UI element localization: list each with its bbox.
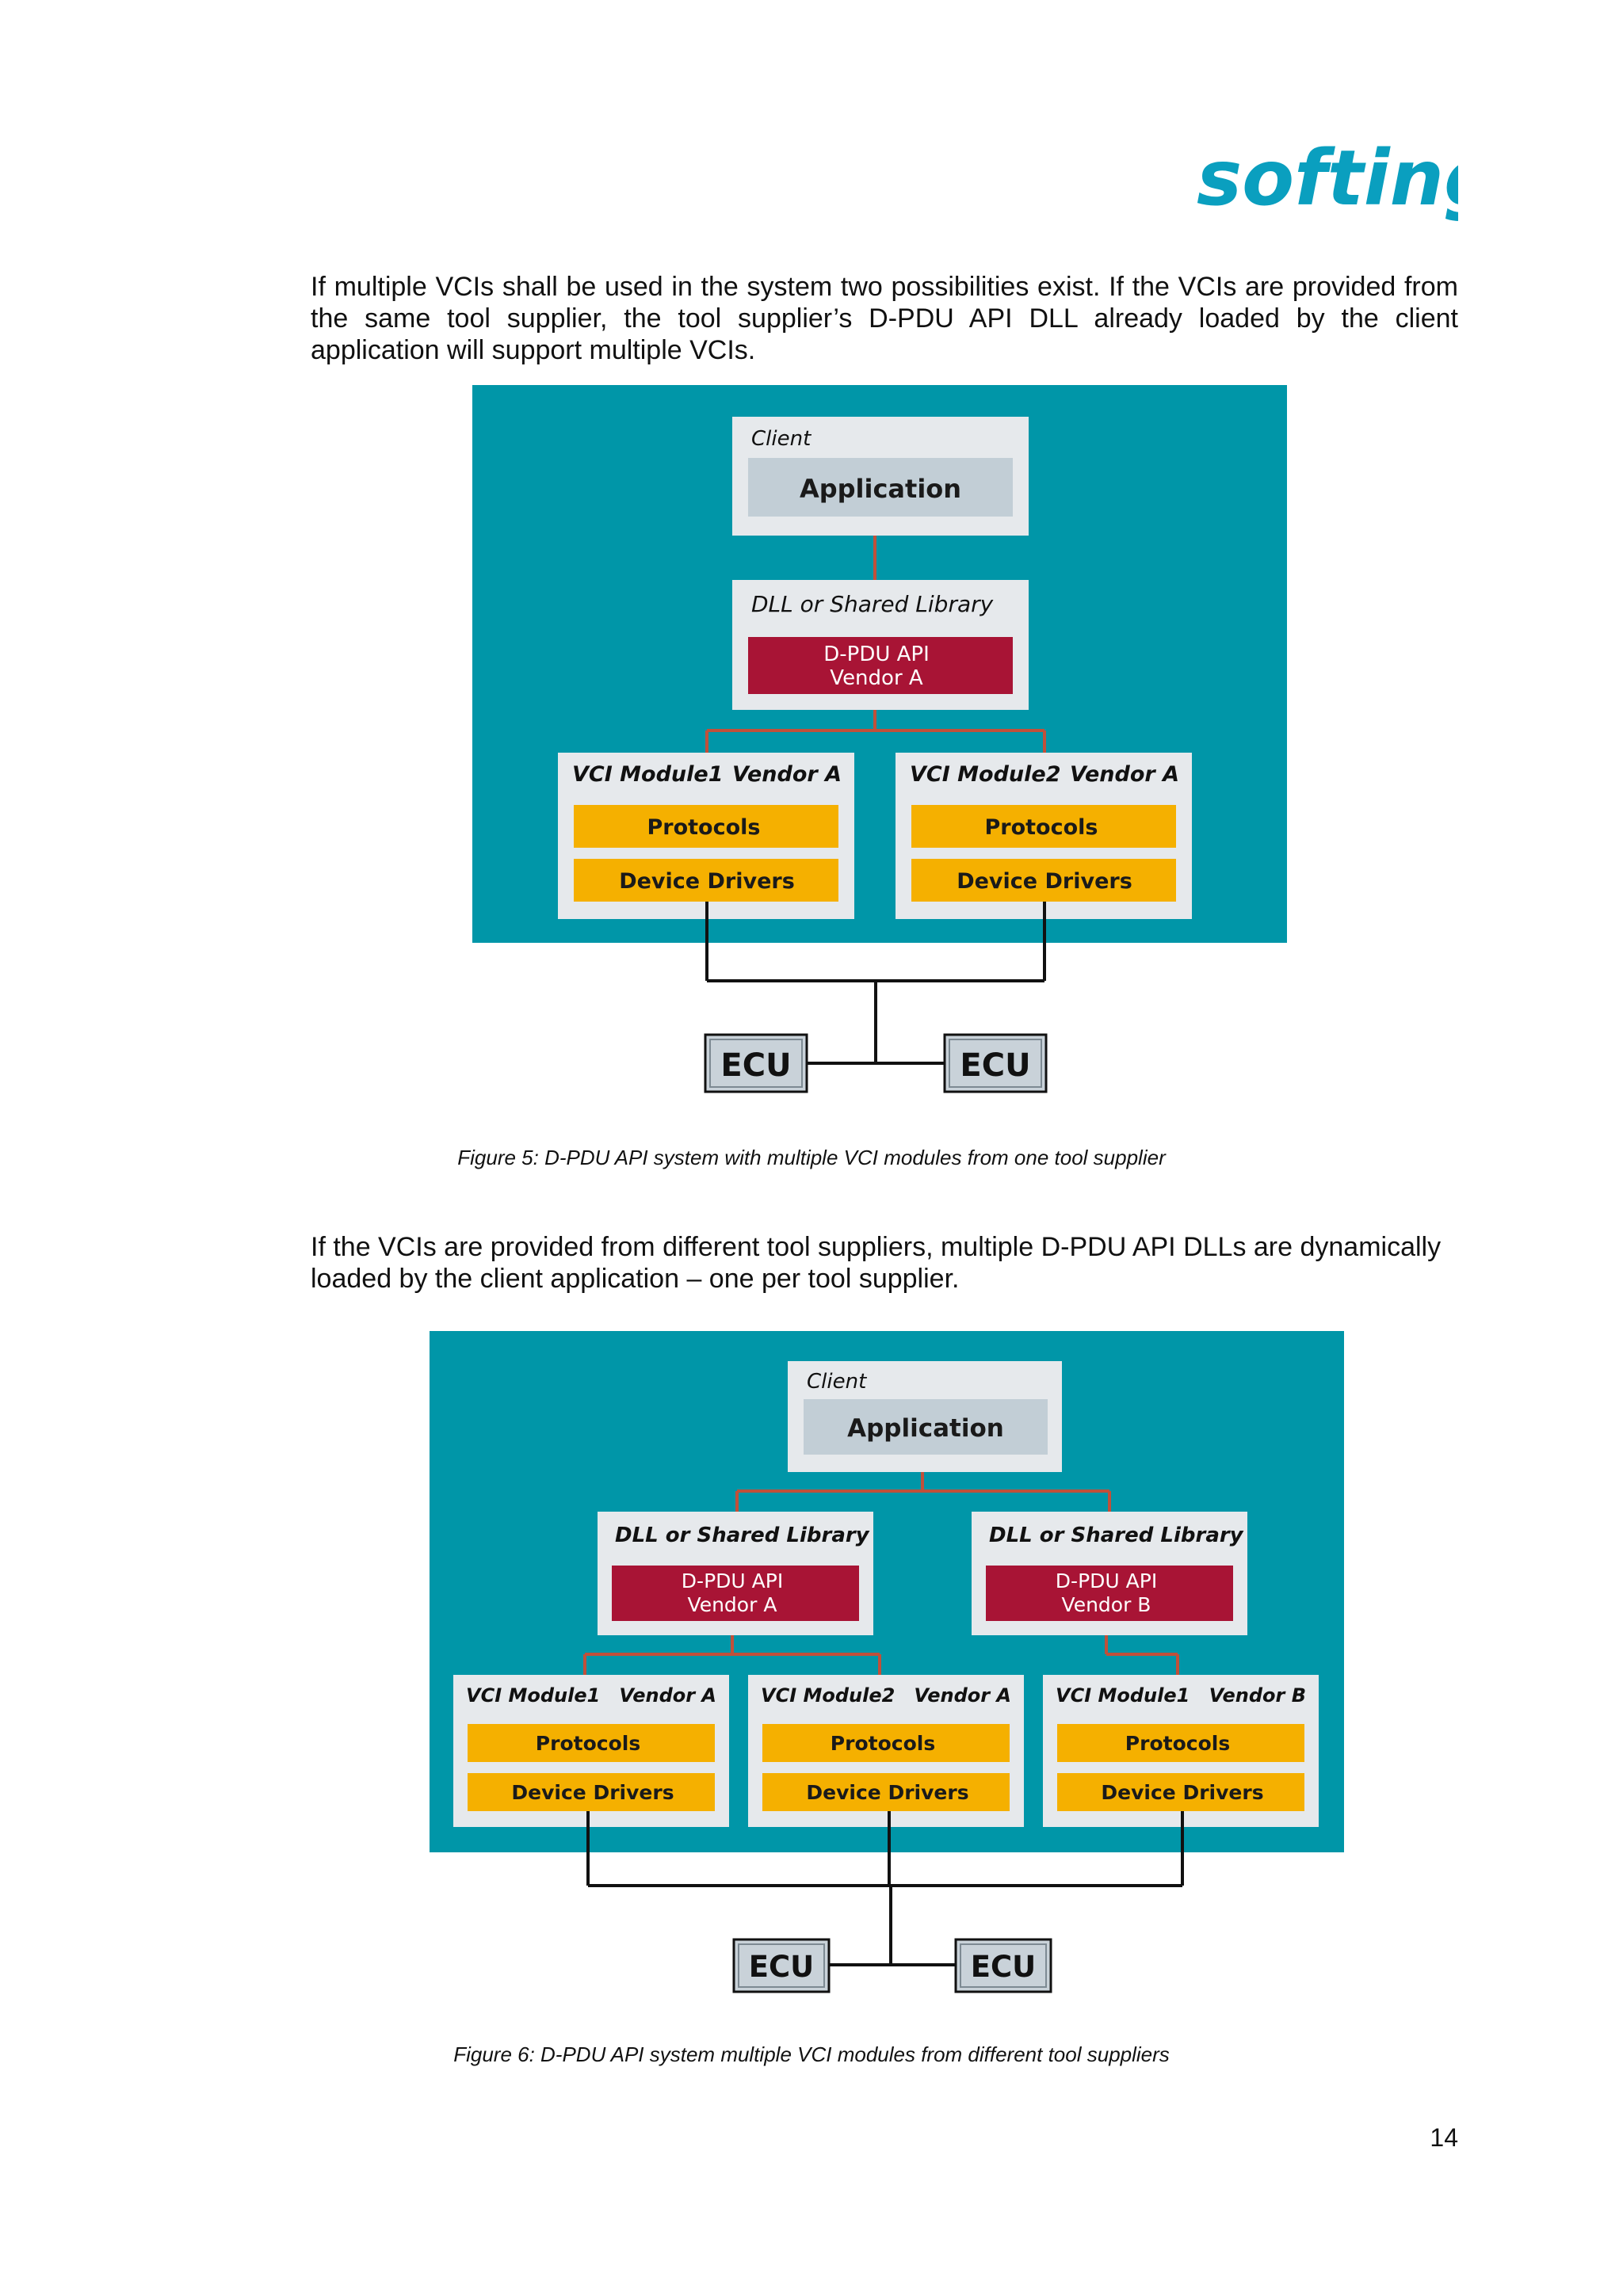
- dpdu-api-line2: Vendor A: [688, 1593, 777, 1616]
- vci-module-3-name: VCI Module1: [1056, 1684, 1190, 1707]
- vci-module-3: VCI Module1 Vendor B Protocols Device Dr…: [1043, 1675, 1319, 1827]
- device-drivers-label: Device Drivers: [957, 869, 1132, 894]
- ecu-label: ECU: [971, 1950, 1036, 1984]
- dll-box-vendor-b: DLL or Shared Library D-PDU API Vendor B: [972, 1512, 1247, 1635]
- intro-paragraph: If multiple VCIs shall be used in the sy…: [311, 272, 1458, 365]
- protocols-box: [762, 1724, 1010, 1762]
- ecu-left: ECU: [732, 1938, 831, 1993]
- dpdu-api-line1: D-PDU API: [1056, 1569, 1157, 1592]
- device-drivers-box: [468, 1773, 715, 1811]
- protocols-box: [911, 805, 1176, 848]
- dpdu-api-box: [986, 1566, 1233, 1621]
- device-drivers-box: [762, 1773, 1010, 1811]
- device-drivers-box: [911, 859, 1176, 902]
- application-label: Application: [800, 474, 961, 504]
- dll-label: DLL or Shared Library: [989, 1524, 1244, 1547]
- device-drivers-box: [1057, 1773, 1304, 1811]
- protocols-label: Protocols: [985, 815, 1098, 840]
- protocols-label: Protocols: [536, 1732, 640, 1755]
- vci-module-1-vendor: Vendor A: [732, 762, 842, 787]
- connector-client-dlls: [735, 1472, 1111, 1512]
- ecu-label: ECU: [720, 1047, 791, 1084]
- figure-6-caption: Figure 6: D-PDU API system multiple VCI …: [453, 2042, 1170, 2066]
- softing-logo: softing: [1189, 134, 1499, 230]
- vci-module-2-name: VCI Module2: [761, 1684, 895, 1707]
- dpdu-api-line2: Vendor B: [1062, 1593, 1151, 1616]
- dpdu-api-box: [612, 1566, 859, 1621]
- logo-text: softing: [1197, 135, 1458, 223]
- dpdu-api-line2: Vendor A: [830, 666, 923, 690]
- dll-label: DLL or Shared Library: [615, 1524, 870, 1547]
- protocols-label: Protocols: [1125, 1732, 1230, 1755]
- vci-module-1: VCI Module1 Vendor A Protocols Device Dr…: [453, 1675, 729, 1827]
- ecu-right: ECU: [943, 1033, 1048, 1093]
- device-drivers-label: Device Drivers: [1101, 1781, 1263, 1804]
- application-box: [748, 458, 1013, 517]
- figure-6-diagram: Client Application DLL or Shared Library…: [430, 1331, 1346, 1997]
- client-label: Client: [751, 427, 812, 451]
- vci-module-2-name: VCI Module2: [910, 762, 1060, 787]
- vci-module-1-name: VCI Module1: [572, 762, 723, 787]
- protocols-box: [468, 1724, 715, 1762]
- vci-module-2: VCI Module2 Vendor A Protocols Device Dr…: [748, 1675, 1024, 1827]
- client-label: Client: [807, 1370, 867, 1394]
- connector-dlls-modules: [583, 1635, 1179, 1675]
- ecu-right: ECU: [954, 1938, 1052, 1993]
- vci-module-1-name: VCI Module1: [466, 1684, 600, 1707]
- device-drivers-box: [574, 859, 838, 902]
- protocols-label: Protocols: [647, 815, 761, 840]
- vci-module-2-vendor: Vendor A: [914, 1684, 1011, 1707]
- figure-5-caption: Figure 5: D-PDU API system with multiple…: [457, 1146, 1166, 1169]
- ecu-label: ECU: [749, 1950, 814, 1984]
- dpdu-api-line1: D-PDU API: [682, 1569, 783, 1592]
- device-drivers-label: Device Drivers: [511, 1781, 674, 1804]
- protocols-box: [574, 805, 838, 848]
- dll-label: DLL or Shared Library: [751, 591, 994, 617]
- application-box: [804, 1399, 1048, 1455]
- dll-box-vendor-a: DLL or Shared Library D-PDU API Vendor A: [598, 1512, 873, 1635]
- protocols-label: Protocols: [831, 1732, 935, 1755]
- ecu-label: ECU: [960, 1047, 1030, 1084]
- page-number: 14: [1430, 2123, 1458, 2152]
- bus-lines: [705, 902, 1046, 1065]
- vci-module-3-vendor: Vendor B: [1209, 1684, 1306, 1707]
- bus-lines: [586, 1811, 1184, 1966]
- vci-module-2: VCI Module2 Vendor A Protocols Device Dr…: [896, 753, 1192, 919]
- application-label: Application: [847, 1414, 1004, 1443]
- vci-module-1: VCI Module1 Vendor A Protocols Device Dr…: [558, 753, 854, 919]
- protocols-box: [1057, 1724, 1304, 1762]
- dpdu-api-line1: D-PDU API: [823, 643, 930, 666]
- dpdu-api-box: [748, 637, 1013, 694]
- ecu-left: ECU: [704, 1033, 808, 1093]
- device-drivers-label: Device Drivers: [806, 1781, 968, 1804]
- vci-module-1-vendor: Vendor A: [619, 1684, 716, 1707]
- second-paragraph: If the VCIs are provided from different …: [311, 1232, 1442, 1294]
- vci-module-2-vendor: Vendor A: [1070, 762, 1179, 787]
- figure-5-diagram: Client Application DLL or Shared Library…: [472, 385, 1289, 1103]
- device-drivers-label: Device Drivers: [619, 869, 795, 894]
